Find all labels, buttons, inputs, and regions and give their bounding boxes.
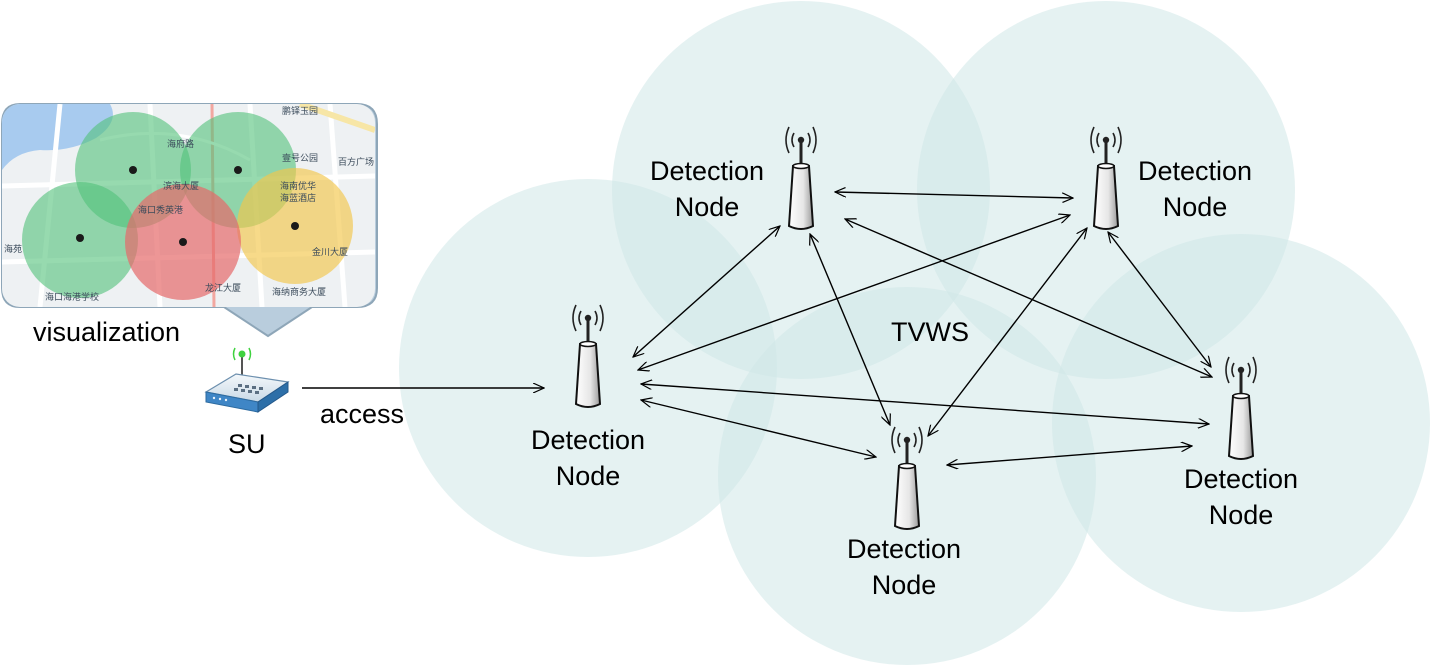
- tower-top-icon: [785, 126, 817, 230]
- node-label-line1: Detection: [846, 534, 962, 564]
- node-label-line2: Node: [1162, 192, 1228, 222]
- node-label-line2: Node: [871, 570, 937, 600]
- map-label-district: 海南优华: [280, 182, 317, 192]
- node-label-line2: Node: [555, 461, 621, 491]
- link-left-right: [641, 384, 1209, 424]
- detection-node-left-label: Detection Node: [522, 422, 654, 494]
- map-label-bottom: 龙江大厦: [205, 284, 242, 294]
- map-label-business: 海纳商务大厦: [272, 288, 327, 298]
- access-label: access: [320, 399, 405, 429]
- link-topright-right: [1108, 232, 1211, 367]
- router-icon: [204, 347, 290, 413]
- detection-node-top-right-label: Detection Node: [1129, 153, 1261, 225]
- node-label-line1: Detection: [530, 425, 646, 455]
- map-label-center: 滨海大厦: [163, 182, 200, 192]
- map-label-hotel: 海蓝酒店: [280, 194, 317, 204]
- map-label-west: 海苑: [4, 245, 23, 255]
- link-top-topright: [835, 192, 1073, 198]
- map-callout: [0, 103, 378, 338]
- map-label-building: 金川大厦: [312, 248, 349, 258]
- map-label-school: 海口海港学校: [45, 293, 100, 303]
- node-label-line1: Detection: [1183, 464, 1299, 494]
- node-label-line1: Detection: [1137, 156, 1253, 186]
- tvws-label: TVWS: [891, 317, 969, 347]
- links: [302, 192, 1212, 465]
- link-left-bottom: [641, 400, 876, 457]
- tower-right-icon: [1225, 356, 1257, 460]
- node-label-line2: Node: [1208, 500, 1274, 530]
- map-label-road: 海府路: [167, 140, 195, 150]
- su-label: SU: [228, 429, 266, 459]
- detection-node-right-label: Detection Node: [1175, 461, 1307, 533]
- map-label-park: 壹号公园: [282, 154, 319, 164]
- tower-top-right-icon: [1090, 126, 1122, 230]
- tower-left-icon: [572, 304, 604, 408]
- detection-node-bottom-label: Detection Node: [838, 531, 970, 603]
- node-label-line2: Node: [674, 192, 740, 222]
- node-label-line1: Detection: [649, 156, 765, 186]
- map-label-top: 鹏铎玉园: [282, 107, 319, 117]
- tower-bottom-icon: [891, 426, 923, 530]
- visualization-label: visualization: [33, 317, 181, 347]
- map-label-plaza: 百方广场: [338, 158, 375, 168]
- detection-node-top-label: Detection Node: [641, 153, 773, 225]
- map-label-school-n: 海口秀英港: [138, 206, 184, 216]
- link-bottom-right: [947, 446, 1192, 465]
- map-image: [2, 104, 375, 307]
